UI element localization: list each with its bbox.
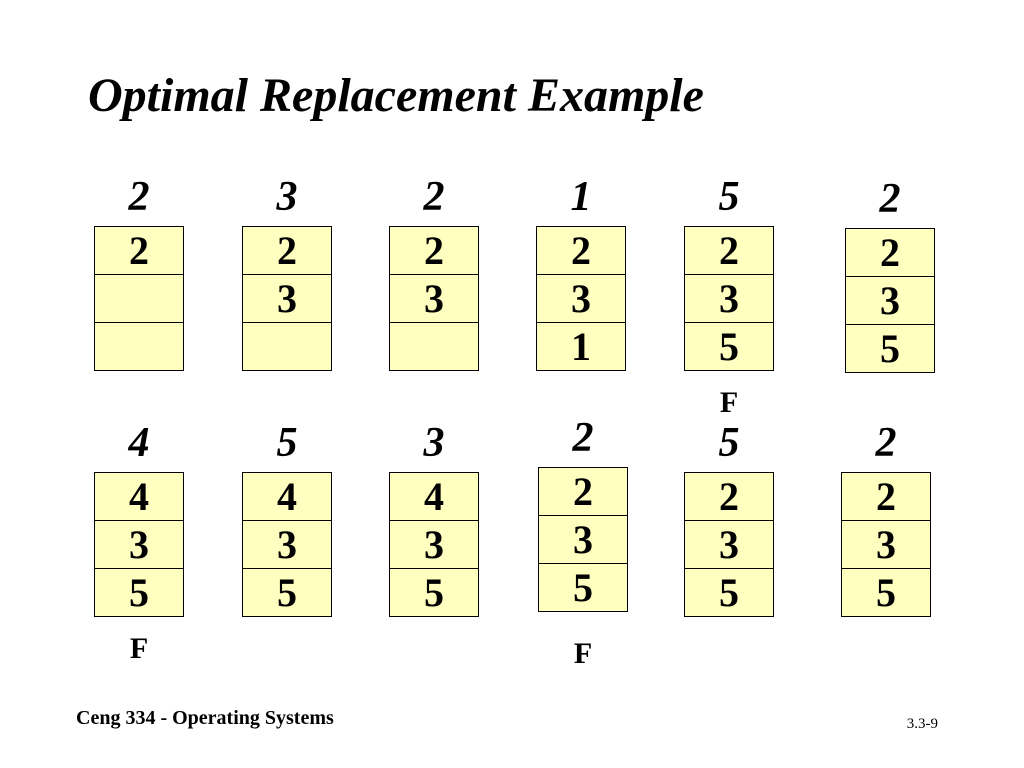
frame-cell: 5 [685,568,773,616]
frame-cell: 3 [539,515,627,563]
frame-cell: 4 [277,474,297,519]
frame-stack: 4 3 5 [242,472,332,617]
frame-cell: 5 [243,568,331,616]
frame-cell: 5 [390,568,478,616]
reference-label: 4 [128,420,150,466]
frame-stack: 2 3 [389,226,479,371]
frame-cell: 2 [880,230,900,275]
frame-cell: 3 [243,274,331,322]
frame-stack: 2 3 5 [684,472,774,617]
reference-label: 2 [879,176,901,222]
frame-stack: 4 3 5 [94,472,184,617]
frame-cell: 3 [390,520,478,568]
frame-cell: 2 [719,474,739,519]
frame-cell: 5 [539,563,627,611]
page-number: 3.3-9 [906,716,938,732]
frame-cell: 3 [390,274,478,322]
reference-label: 5 [276,420,298,466]
frame-cell [390,322,478,370]
reference-label: 3 [423,420,445,466]
reference-label: 3 [276,174,298,220]
frame-cell: 2 [876,474,896,519]
frame-cell: 3 [846,276,934,324]
frame-cell: 2 [573,469,593,514]
frame-cell: 5 [685,322,773,370]
fault-marker: F [129,632,149,665]
reference-label: 2 [572,415,594,461]
frame-cell: 2 [277,228,297,273]
reference-label: 2 [128,174,150,220]
frame-cell: 4 [424,474,444,519]
frame-cell: 2 [719,228,739,273]
frame-cell: 3 [243,520,331,568]
frame-cell: 1 [537,322,625,370]
reference-label: 1 [570,174,592,220]
reference-label: 5 [718,420,740,466]
frame-cell: 5 [95,568,183,616]
frame-cell [243,322,331,370]
frame-cell: 3 [537,274,625,322]
frame-cell: 2 [571,228,591,273]
frame-cell: 5 [846,324,934,372]
frame-stack: 2 3 5 [845,228,935,373]
frame-cell: 2 [129,228,149,273]
course-footer: Ceng 334 - Operating Systems [76,707,334,729]
frame-stack: 2 3 5 [841,472,931,617]
reference-label: 2 [423,174,445,220]
frame-cell [95,322,183,370]
frame-cell: 3 [95,520,183,568]
frame-stack: 4 3 5 [389,472,479,617]
frame-cell: 3 [685,520,773,568]
frame-stack: 2 3 5 [538,467,628,612]
frame-cell: 3 [842,520,930,568]
frame-stack: 2 3 1 [536,226,626,371]
frame-cell [95,274,183,322]
frame-cell: 2 [424,228,444,273]
frame-cell: 5 [842,568,930,616]
reference-label: 5 [718,174,740,220]
frame-cell: 3 [685,274,773,322]
fault-marker: F [719,386,739,419]
fault-marker: F [573,637,593,670]
frame-cell: 4 [129,474,149,519]
frame-stack: 2 3 [242,226,332,371]
frame-stack: 2 3 5 [684,226,774,371]
slide-title: Optimal Replacement Example [88,69,704,122]
reference-label: 2 [875,420,897,466]
frame-stack: 2 [94,226,184,371]
